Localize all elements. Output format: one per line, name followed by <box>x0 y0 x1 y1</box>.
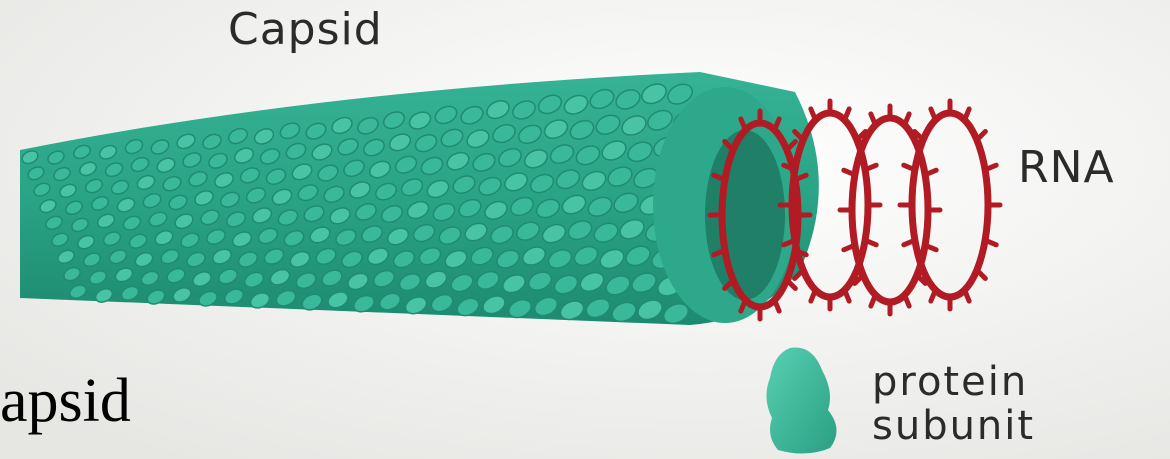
rna-label: RNA <box>1018 142 1115 193</box>
protein-subunit-label-line2: subunit <box>872 404 1035 448</box>
protein-subunit-label-line1: protein <box>872 360 1035 404</box>
caption-fragment: apsid <box>0 366 131 437</box>
capsid-label: Capsid <box>228 4 383 55</box>
protein-subunit-label: protein subunit <box>872 360 1035 448</box>
